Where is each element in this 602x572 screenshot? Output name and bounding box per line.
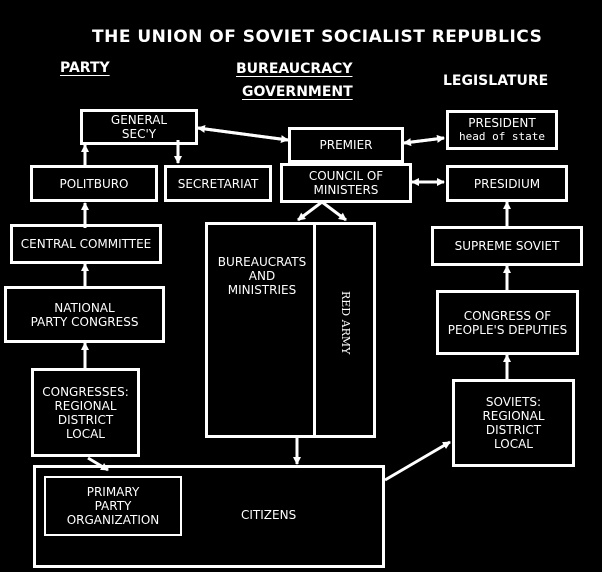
citizens-label: CITIZENS bbox=[241, 508, 297, 522]
party-header: PARTY bbox=[60, 60, 110, 76]
national-party-congress-box: NATIONAL PARTY CONGRESS bbox=[4, 286, 165, 343]
legislature-header: LEGISLATURE bbox=[443, 73, 549, 89]
citizens-box: PRIMARY PARTY ORGANIZATION CITIZENS bbox=[33, 465, 385, 568]
government-header: GOVERNMENT bbox=[242, 84, 353, 100]
congress-of-deputies-box: CONGRESS OF PEOPLE'S DEPUTIES bbox=[436, 290, 579, 355]
supreme-soviet-box: SUPREME SOVIET bbox=[431, 226, 583, 266]
bureaucrats-label: BUREAUCRATS AND MINISTRIES bbox=[217, 255, 307, 297]
red-army-panel: RED ARMY bbox=[313, 225, 373, 435]
premier-box: PREMIER bbox=[288, 127, 404, 163]
bureaucrats-ministries-box: BUREAUCRATS AND MINISTRIES RED ARMY bbox=[205, 222, 376, 438]
soviets-box: SOVIETS: REGIONAL DISTRICT LOCAL bbox=[452, 379, 575, 467]
central-committee-box: CENTRAL COMMITTEE bbox=[10, 224, 162, 264]
red-army-label: RED ARMY bbox=[339, 291, 352, 355]
primary-party-organization-box: PRIMARY PARTY ORGANIZATION bbox=[44, 476, 182, 536]
bureaucracy-header: BUREAUCRACY bbox=[236, 61, 353, 77]
chart-title: THE UNION OF SOVIET SOCIALIST REPUBLICS bbox=[92, 27, 543, 47]
head-of-state-label: head of state bbox=[458, 130, 546, 143]
secretariat-box: SECRETARIAT bbox=[164, 165, 272, 202]
council-of-ministers-box: COUNCIL OF MINISTERS bbox=[280, 163, 412, 203]
president-box: PRESIDENT head of state bbox=[446, 110, 558, 150]
arrow-council-to-bureaucrats bbox=[297, 200, 323, 222]
general-secretary-box: GENERAL SEC'Y bbox=[80, 109, 198, 145]
politburo-box: POLITBURO bbox=[30, 165, 158, 202]
arrow-congresses-to-primary bbox=[87, 456, 109, 472]
president-label: PRESIDENT bbox=[468, 116, 536, 130]
party-congresses-box: CONGRESSES: REGIONAL DISTRICT LOCAL bbox=[31, 368, 140, 457]
arrow-citizens-to-soviets bbox=[384, 440, 451, 482]
arrow-council-to-redarmy bbox=[321, 200, 347, 222]
presidium-box: PRESIDIUM bbox=[446, 165, 568, 202]
